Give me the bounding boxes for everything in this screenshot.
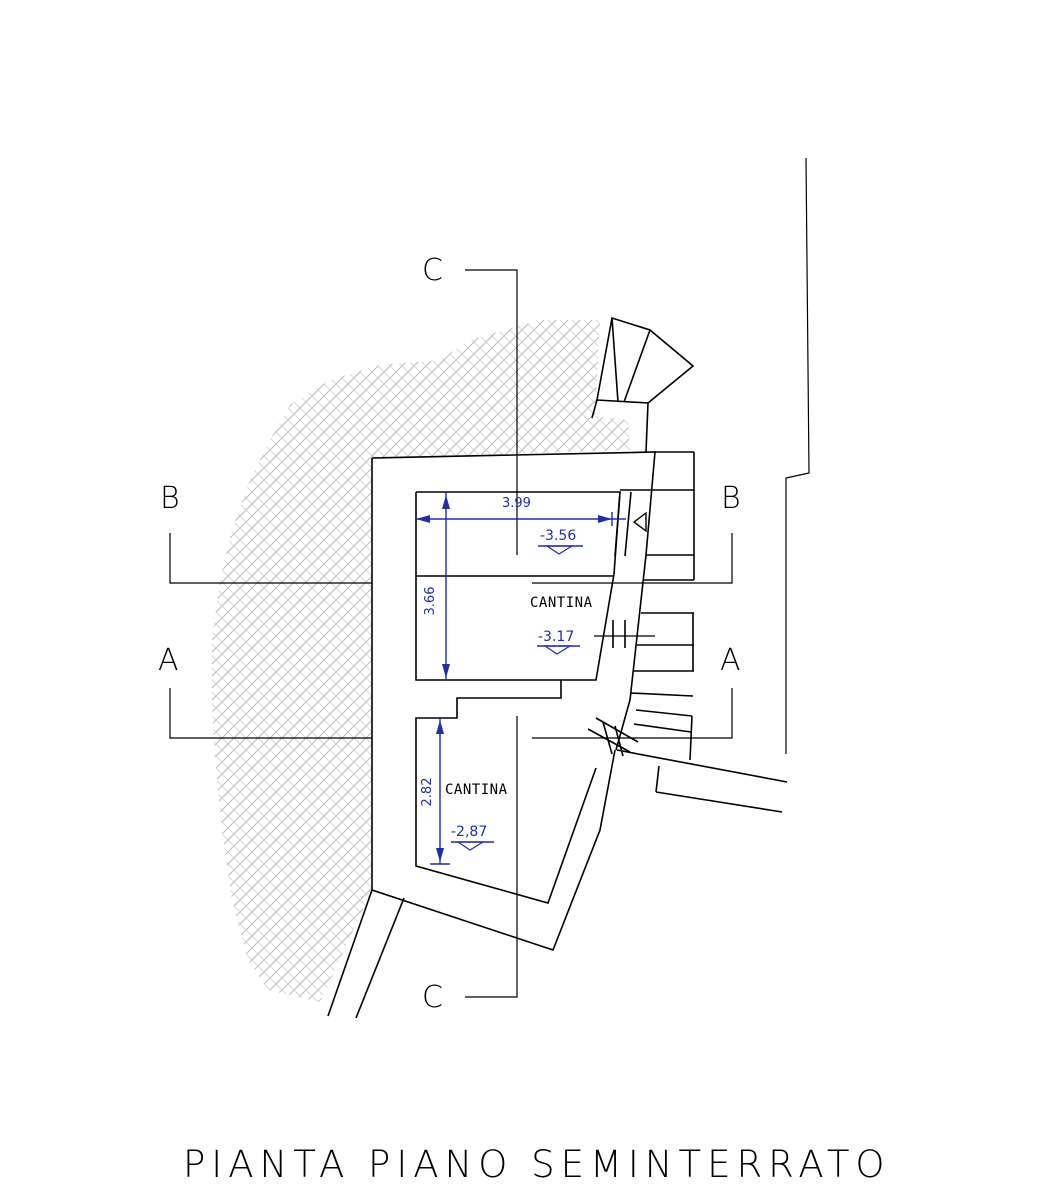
level-label-lower: -2,87 <box>451 824 487 840</box>
section-lines <box>169 269 733 998</box>
section-label-c-bottom: C <box>422 980 443 1015</box>
dimension-width-line <box>416 512 626 526</box>
level-marker-lower <box>451 841 494 851</box>
room-label-upper: CANTINA <box>530 595 593 611</box>
interior-step-wall <box>415 680 597 904</box>
door-opening <box>587 717 788 813</box>
level-label-middle: -3.17 <box>538 629 574 645</box>
section-label-a-right: A <box>720 643 741 678</box>
level-marker-middle <box>537 645 580 655</box>
section-label-a-left: A <box>158 643 179 678</box>
stairs-top <box>591 316 695 453</box>
dimension-depth-label-lower: 2.82 <box>420 778 435 807</box>
terrain-hatch <box>212 320 630 1002</box>
dimension-depth-label: 3.66 <box>423 587 438 616</box>
section-label-b-left: B <box>160 481 180 516</box>
dimension-depth-line-lower <box>430 718 450 865</box>
dimension-depth-line <box>442 492 450 680</box>
room-label-lower: CANTINA <box>445 782 508 798</box>
stairs-right <box>612 451 695 761</box>
section-label-b-right: B <box>721 481 741 516</box>
section-label-c-top: C <box>422 253 443 288</box>
entry-arrow <box>632 511 647 533</box>
upper-room-walls <box>415 489 694 681</box>
level-marker-upper <box>538 545 583 555</box>
level-label-upper: -3.56 <box>540 528 576 544</box>
drawing-title: PIANTA PIANO SEMINTERRATO <box>183 1143 891 1186</box>
dimension-width-label: 3.99 <box>502 496 531 511</box>
boundary-line <box>785 157 810 754</box>
